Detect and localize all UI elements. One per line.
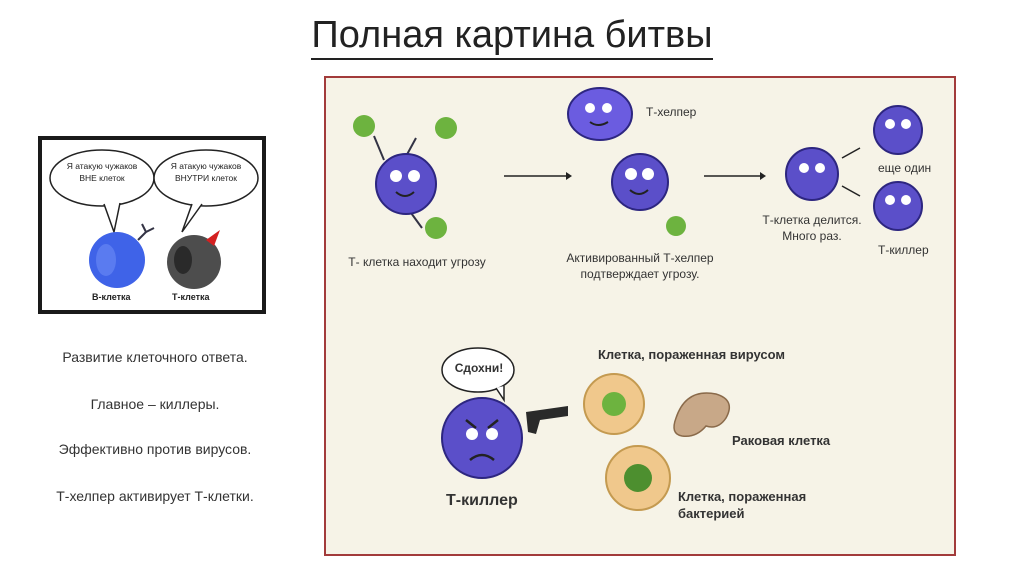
- t-cell-nucleus: [174, 246, 192, 274]
- t-cell-step2: [611, 153, 669, 211]
- t-cell-another: [873, 105, 923, 155]
- step2-line-2: подтверждает угрозу.: [580, 267, 700, 281]
- antibody-icon: [137, 223, 155, 241]
- bubble-left-line-2: ВНЕ клеток: [79, 173, 125, 183]
- t-killer-small-cell: [873, 181, 923, 231]
- virus-icon: [425, 217, 447, 239]
- mouth-icon: [629, 189, 649, 195]
- side-text-4: Т-хелпер активирует Т-клетки.: [56, 488, 254, 504]
- bacteria-line-1: Клетка, пораженная: [678, 489, 807, 504]
- page-title-text: Полная картина битвы: [311, 14, 713, 60]
- eye-icon: [466, 428, 478, 440]
- step3-label: Т-клетка делится. Много раз.: [752, 212, 872, 244]
- eye-icon: [799, 163, 809, 173]
- battle-diagram-panel: Т-хелпер Т- клетка находит угрозу Активи…: [324, 76, 956, 556]
- t-killer-small-label: Т-киллер: [878, 243, 929, 257]
- virus-icon: [666, 216, 686, 236]
- angry-brows-icon: [465, 419, 499, 429]
- t-killer-big-cell: [441, 397, 523, 479]
- t-cell-step1: [375, 153, 437, 215]
- side-text-3: Эффективно против вирусов.: [58, 441, 252, 457]
- bubble-left-tail: [103, 202, 121, 235]
- t-helper-label: Т-хелпер: [646, 105, 697, 119]
- eye-icon: [408, 170, 420, 182]
- b-cell-label: В-клетка: [92, 292, 131, 302]
- bacteria-line-2: бактерией: [678, 506, 745, 521]
- battle-diagram-drawing: [353, 87, 923, 511]
- step3-line-2: Много раз.: [782, 229, 842, 243]
- virus-icon: [353, 115, 375, 137]
- arrow-down: [841, 185, 861, 197]
- bacteria-cell-label: Клетка, пораженная бактерией: [678, 488, 806, 522]
- t-cell-label: Т-клетка: [172, 292, 210, 302]
- step1-label: Т- клетка находит угрозу: [348, 255, 486, 269]
- bubble-left-text: Я атакую чужаков ВНЕ клеток: [54, 160, 150, 184]
- speech-bubble-right: [153, 149, 259, 207]
- eye-icon: [901, 195, 911, 205]
- speech-bubble-tail: [495, 386, 505, 403]
- speech-bubble-killer: [441, 347, 515, 393]
- step3-line-1: Т-клетка делится.: [762, 213, 862, 227]
- frown-icon: [469, 453, 495, 461]
- t-cell-dividing: [785, 147, 839, 201]
- bacterium-icon: [624, 464, 652, 492]
- bubble-right-text: Я атакую чужаков ВНУТРИ клеток: [156, 160, 256, 184]
- mouth-icon: [395, 191, 415, 197]
- eye-icon: [642, 168, 654, 180]
- gun-icon: [526, 406, 568, 434]
- side-text-2: Главное – киллеры.: [90, 396, 220, 412]
- eye-icon: [885, 119, 895, 129]
- illustration-drawing: [49, 149, 259, 289]
- mouth-icon: [589, 121, 609, 126]
- virus-icon: [435, 117, 457, 139]
- virus-cell-label: Клетка, пораженная вирусом: [598, 347, 786, 362]
- eye-icon: [885, 195, 895, 205]
- receptor-icon: [206, 230, 220, 246]
- eye-icon: [602, 103, 612, 113]
- side-text-1: Развитие клеточного ответа.: [62, 349, 248, 365]
- arrow-1-head: [566, 172, 572, 180]
- another-one-label: еще один: [878, 161, 932, 175]
- eye-icon: [625, 168, 637, 180]
- page-title: Полная картина битвы: [0, 14, 1024, 60]
- virus-icon: [602, 392, 626, 416]
- speech-text: Сдохни!: [454, 361, 504, 375]
- eye-icon: [486, 428, 498, 440]
- step2-line-1: Активированный Т-хелпер: [566, 251, 714, 265]
- eye-icon: [901, 119, 911, 129]
- t-helper-cell: [567, 87, 633, 141]
- bubble-right-line-2: ВНУТРИ клеток: [174, 173, 237, 183]
- eye-icon: [585, 103, 595, 113]
- bubble-left-line-1: Я атакую чужаков: [66, 161, 138, 171]
- step2-label: Активированный Т-хелпер подтверждает угр…: [560, 250, 720, 282]
- arrow-up: [841, 147, 861, 159]
- arrow-2-head: [760, 172, 766, 180]
- t-killer-big-label: Т-киллер: [446, 492, 518, 509]
- bubble-right-tail: [181, 203, 203, 233]
- b-cell-nucleus: [96, 244, 116, 276]
- bubble-right-line-1: Я атакую чужаков: [170, 161, 242, 171]
- cancer-cell-label: Раковая клетка: [732, 433, 831, 448]
- eye-icon: [815, 163, 825, 173]
- cancer-cell: [673, 392, 731, 438]
- eye-icon: [390, 170, 402, 182]
- b-t-cell-illustration: Я атакую чужаков ВНЕ клеток Я атакую чуж…: [38, 136, 266, 314]
